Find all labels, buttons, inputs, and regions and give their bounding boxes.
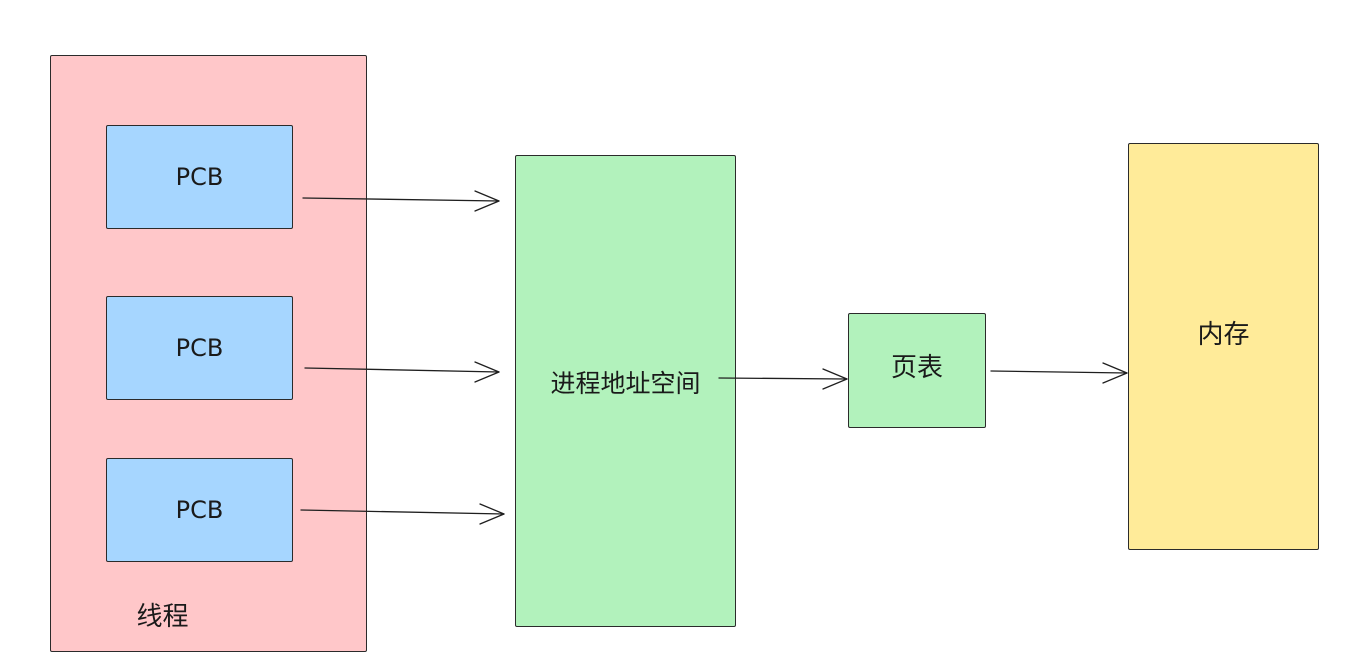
process-address-space-box [515,155,736,627]
process-address-space-label: 进程地址空间 [550,369,701,398]
arrow-pcb1-to-address-space [302,190,500,212]
memory-label: 内存 [1197,319,1250,350]
arrow-address-space-to-page-table [718,368,848,390]
pcb-label-2: PCB [175,334,224,362]
pcb-box-2: PCB [106,296,293,400]
thread-label: 线程 [136,601,189,632]
arrow-pcb2-to-address-space [304,361,500,383]
page-table-label: 页表 [890,353,943,383]
pcb-box-1: PCB [106,125,293,229]
arrow-page-table-to-memory [990,362,1128,384]
pcb-label-3: PCB [175,496,224,524]
pcb-box-3: PCB [106,458,293,562]
page-table-box: 页表 [848,313,986,428]
arrow-pcb3-to-address-space [300,503,505,525]
pcb-label-1: PCB [175,163,224,191]
memory-box: 内存 [1128,143,1319,550]
